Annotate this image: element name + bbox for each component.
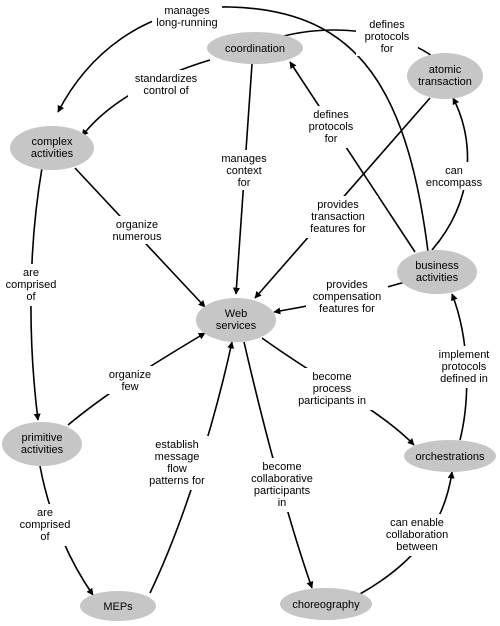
svg-text:choreography: choreography bbox=[292, 599, 360, 611]
edge-manages-long-running bbox=[57, 6, 431, 269]
node-orchestrations: orchestrations bbox=[404, 440, 496, 472]
svg-text:coordination: coordination bbox=[225, 43, 285, 55]
svg-text:MEPs: MEPs bbox=[103, 601, 133, 613]
node-choreography: choreography bbox=[280, 588, 372, 620]
edge-defines-protocols-business bbox=[289, 61, 416, 253]
node-meps: MEPs bbox=[80, 591, 156, 621]
svg-text:orchestrations: orchestrations bbox=[415, 451, 485, 463]
node-coordination: coordination bbox=[207, 32, 303, 64]
